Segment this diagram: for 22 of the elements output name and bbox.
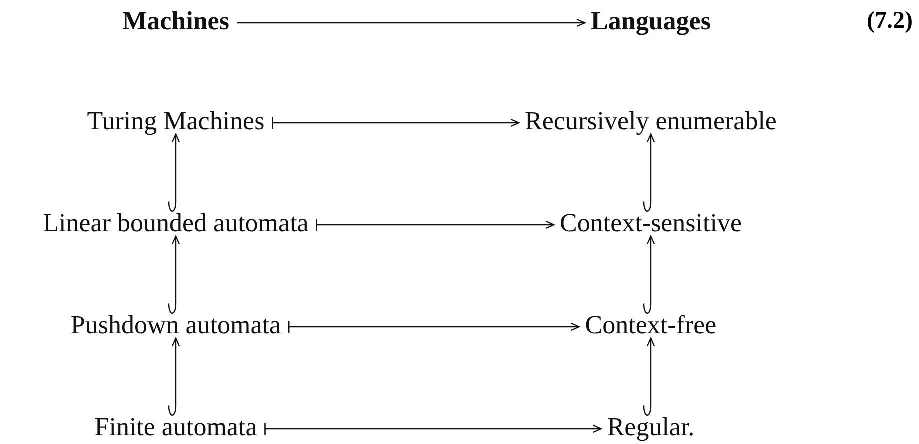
arrow (643, 236, 656, 314)
node-label: Regular. (607, 414, 695, 442)
arrow (168, 134, 180, 212)
node-label: Context-sensitive (560, 210, 742, 238)
arrow (168, 236, 180, 314)
maps-to-arrow (264, 422, 602, 436)
arrow (643, 338, 656, 416)
heading-text: Machines (122, 8, 230, 36)
equation-number: (7.2) (867, 8, 913, 35)
node-label: Context-free (585, 312, 717, 340)
maps-to-arrow (316, 218, 555, 232)
arrow (168, 338, 180, 416)
arrow (237, 18, 586, 28)
node-label: Pushdown automata (70, 312, 282, 340)
heading-text: Languages (591, 8, 711, 36)
node-label: Finite automata (94, 414, 258, 442)
node-label: Turing Machines (87, 108, 265, 136)
arrow (643, 134, 656, 212)
maps-to-arrow (272, 116, 520, 130)
node-label: Linear bounded automata (43, 210, 309, 238)
maps-to-arrow (288, 320, 580, 334)
node-label: Recursively enumerable (525, 108, 777, 136)
